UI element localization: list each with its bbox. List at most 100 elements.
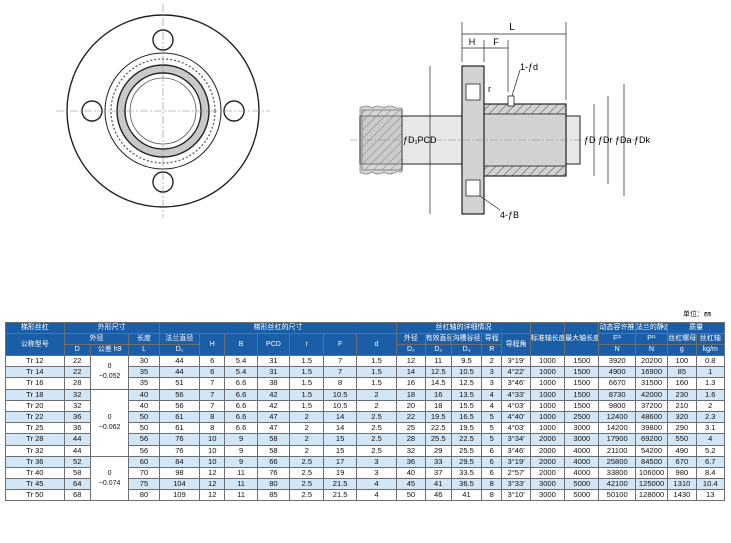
table-cell: 17900 [598, 433, 636, 446]
table-cell: 6 [481, 444, 503, 457]
table-cell: 20200 [634, 354, 669, 368]
table-cell: 6.6 [224, 410, 258, 424]
table-cell: 3°46′ [501, 377, 531, 390]
table-cell: 11 [424, 354, 452, 368]
hdr-thread-dims: 梯形丝杠的尺寸 [158, 322, 398, 334]
table-cell: 14 [323, 422, 357, 435]
table-cell: 31 [256, 354, 291, 368]
table-cell: 4°22′ [501, 366, 531, 379]
table-cell: 3000 [529, 478, 566, 491]
table-cell: 75 [128, 478, 160, 491]
table-cell: 104 [158, 478, 201, 491]
hdr-B: B [224, 333, 258, 356]
table-cell: 44 [158, 354, 201, 368]
table-cell: 4 [481, 388, 503, 401]
table-cell: 32 [63, 388, 91, 401]
table-cell: 2.5 [355, 422, 398, 435]
table-cell: 10 [199, 455, 226, 468]
table-cell: 2.5 [289, 489, 325, 502]
table-cell: 12 [396, 354, 426, 368]
table-cell: 25.5 [450, 444, 483, 457]
table-cell: 230 [667, 388, 697, 401]
table-cell: 14200 [598, 422, 636, 435]
table-cell: 10.4 [695, 478, 726, 491]
table-cell: 61 [158, 422, 201, 435]
flange-side-view: L H F 1-ƒd r ƒD₁PCD 4-ƒB ƒD ƒDr ƒDa ƒDk [350, 22, 651, 220]
table-cell: 2 [289, 433, 325, 446]
table-cell: 3920 [598, 354, 636, 368]
table-cell: 4°03′ [501, 399, 531, 412]
hdr-stat-sym: Pᵗ¹ [634, 333, 669, 345]
table-cell: 2000 [529, 444, 566, 457]
model-cell: Tr 25 [5, 422, 65, 435]
table-cell: 1000 [529, 410, 566, 424]
table-cell: 4000 [564, 444, 600, 457]
table-cell: 25800 [598, 455, 636, 468]
table-cell: 5.2 [695, 444, 726, 457]
table-cell: 21.5 [323, 489, 357, 502]
table-cell: 10.5 [450, 366, 483, 379]
hdr-lead-angle: 导程角 [501, 333, 531, 356]
hdr-outer-dims: 外形尺寸 [63, 322, 160, 334]
table-cell: 47 [256, 410, 291, 424]
hdr-length: 长度 [128, 333, 160, 345]
hdr-nut-mass: 丝杠螺母 [667, 333, 697, 345]
table-cell: 3°10′ [501, 489, 531, 502]
table-cell: 6.6 [224, 377, 258, 390]
table-cell: 12400 [598, 410, 636, 424]
model-cell: Tr 40 [5, 466, 65, 480]
tolerance-cell: 0−0.052 [89, 355, 130, 390]
table-cell: 19.5 [424, 410, 452, 424]
hdr-r: r [289, 333, 325, 356]
table-cell: 84500 [634, 455, 669, 468]
table-cell: 6.6 [224, 422, 258, 435]
dim-F: F [493, 37, 499, 47]
table-cell: 2 [289, 444, 325, 457]
table-cell: 1.5 [289, 399, 325, 412]
table-cell: 5 [481, 422, 503, 435]
model-cell: Tr 20 [5, 399, 65, 412]
hdr-shaft-unit: kg/m [695, 344, 726, 356]
table-cell: 6.7 [695, 455, 726, 468]
table-cell: 3000 [564, 433, 600, 446]
table-cell: 2.5 [289, 455, 325, 468]
table-cell: 4 [355, 478, 398, 491]
table-cell: 32 [396, 444, 426, 457]
table-cell: 1 [695, 366, 726, 379]
label-bolts: 4-ƒB [500, 210, 519, 220]
table-cell: 2000 [529, 433, 566, 446]
flange-front-view [56, 4, 270, 218]
hdr-root-dia: 沟槽谷径 [450, 333, 483, 345]
table-cell: 10 [199, 433, 226, 446]
tolerance-upper: 0 [107, 363, 112, 371]
table-cell: 8730 [598, 388, 636, 401]
table-cell: 1.5 [355, 354, 398, 368]
table-cell: 50100 [598, 489, 636, 502]
table-cell: 14 [396, 366, 426, 379]
table-cell: 6 [481, 455, 503, 468]
tolerance-upper: 0 [107, 469, 112, 477]
table-cell: 5 [481, 433, 503, 446]
table-cell: 1.3 [695, 377, 726, 390]
table-cell: 1500 [564, 399, 600, 412]
hdr-stat-unit: N [634, 344, 669, 356]
hdr-std-length: 标准轴长度 [529, 322, 566, 356]
table-cell: 42 [256, 399, 291, 412]
table-cell: 36 [396, 455, 426, 468]
table-cell: 1500 [564, 354, 600, 368]
table-cell: 2.5 [289, 478, 325, 491]
table-cell: 1500 [564, 366, 600, 379]
table-cell: 18 [396, 388, 426, 401]
model-cell: Tr 22 [5, 410, 65, 424]
table-cell: 3°34′ [501, 433, 531, 446]
hdr-thread: 梯形丝杠 [5, 322, 65, 334]
table-cell: 22.5 [424, 422, 452, 435]
table-cell: 22 [63, 354, 91, 368]
table-cell: 8 [481, 489, 503, 502]
hdr-F: F [323, 333, 357, 356]
hdr-dyn-sym: Fᵗ¹ [598, 333, 636, 345]
table-cell: 1000 [529, 422, 566, 435]
